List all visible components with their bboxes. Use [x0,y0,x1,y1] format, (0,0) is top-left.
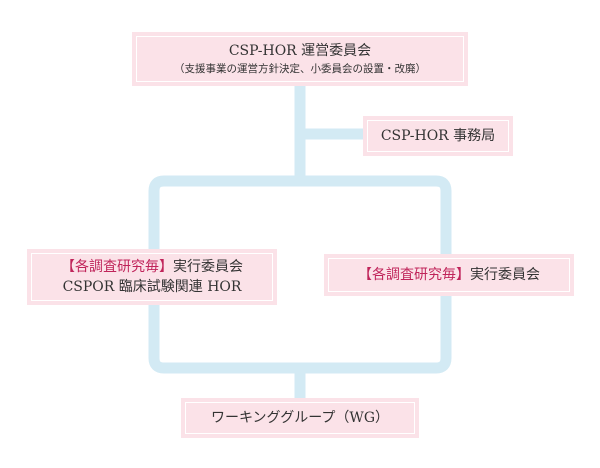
executive-committee-hor-bracket: 【各調査研究毎】 [61,259,173,275]
executive-committee-bracket: 【各調査研究毎】 [358,267,470,283]
executive-committee-inner: 【各調査研究毎】実行委員会 [328,258,570,292]
executive-committee-box: 【各調査研究毎】実行委員会 [324,254,574,296]
executive-committee-hor-line1: 【各調査研究毎】実行委員会 [61,257,243,277]
steering-committee-title: CSP-HOR 運営委員会 [228,43,372,59]
executive-committee-hor-inner: 【各調査研究毎】実行委員会 CSPOR 臨床試験関連 HOR [31,253,273,301]
steering-committee-inner: CSP-HOR 運営委員会 （支援事業の運営方針決定、小委員会の設置・改廃） [136,36,464,82]
steering-committee-box: CSP-HOR 運営委員会 （支援事業の運営方針決定、小委員会の設置・改廃） [132,32,468,86]
working-group-inner: ワーキンググループ（WG） [185,402,415,434]
steering-committee-subtitle: （支援事業の運営方針決定、小委員会の設置・改廃） [174,63,426,75]
secretariat-label: CSP-HOR 事務局 [380,128,496,144]
executive-committee-hor-box: 【各調査研究毎】実行委員会 CSPOR 臨床試験関連 HOR [27,249,277,305]
executive-committee-hor-line2: CSPOR 臨床試験関連 HOR [62,279,242,295]
working-group-box: ワーキンググループ（WG） [181,398,419,438]
executive-committee-line: 【各調査研究毎】実行委員会 [358,265,540,285]
secretariat-inner: CSP-HOR 事務局 [367,120,509,152]
executive-committee-rest: 実行委員会 [470,267,540,283]
secretariat-box: CSP-HOR 事務局 [363,116,513,156]
executive-committee-hor-rest: 実行委員会 [173,259,243,275]
working-group-label: ワーキンググループ（WG） [210,410,390,426]
connector-main-loop [148,175,452,374]
